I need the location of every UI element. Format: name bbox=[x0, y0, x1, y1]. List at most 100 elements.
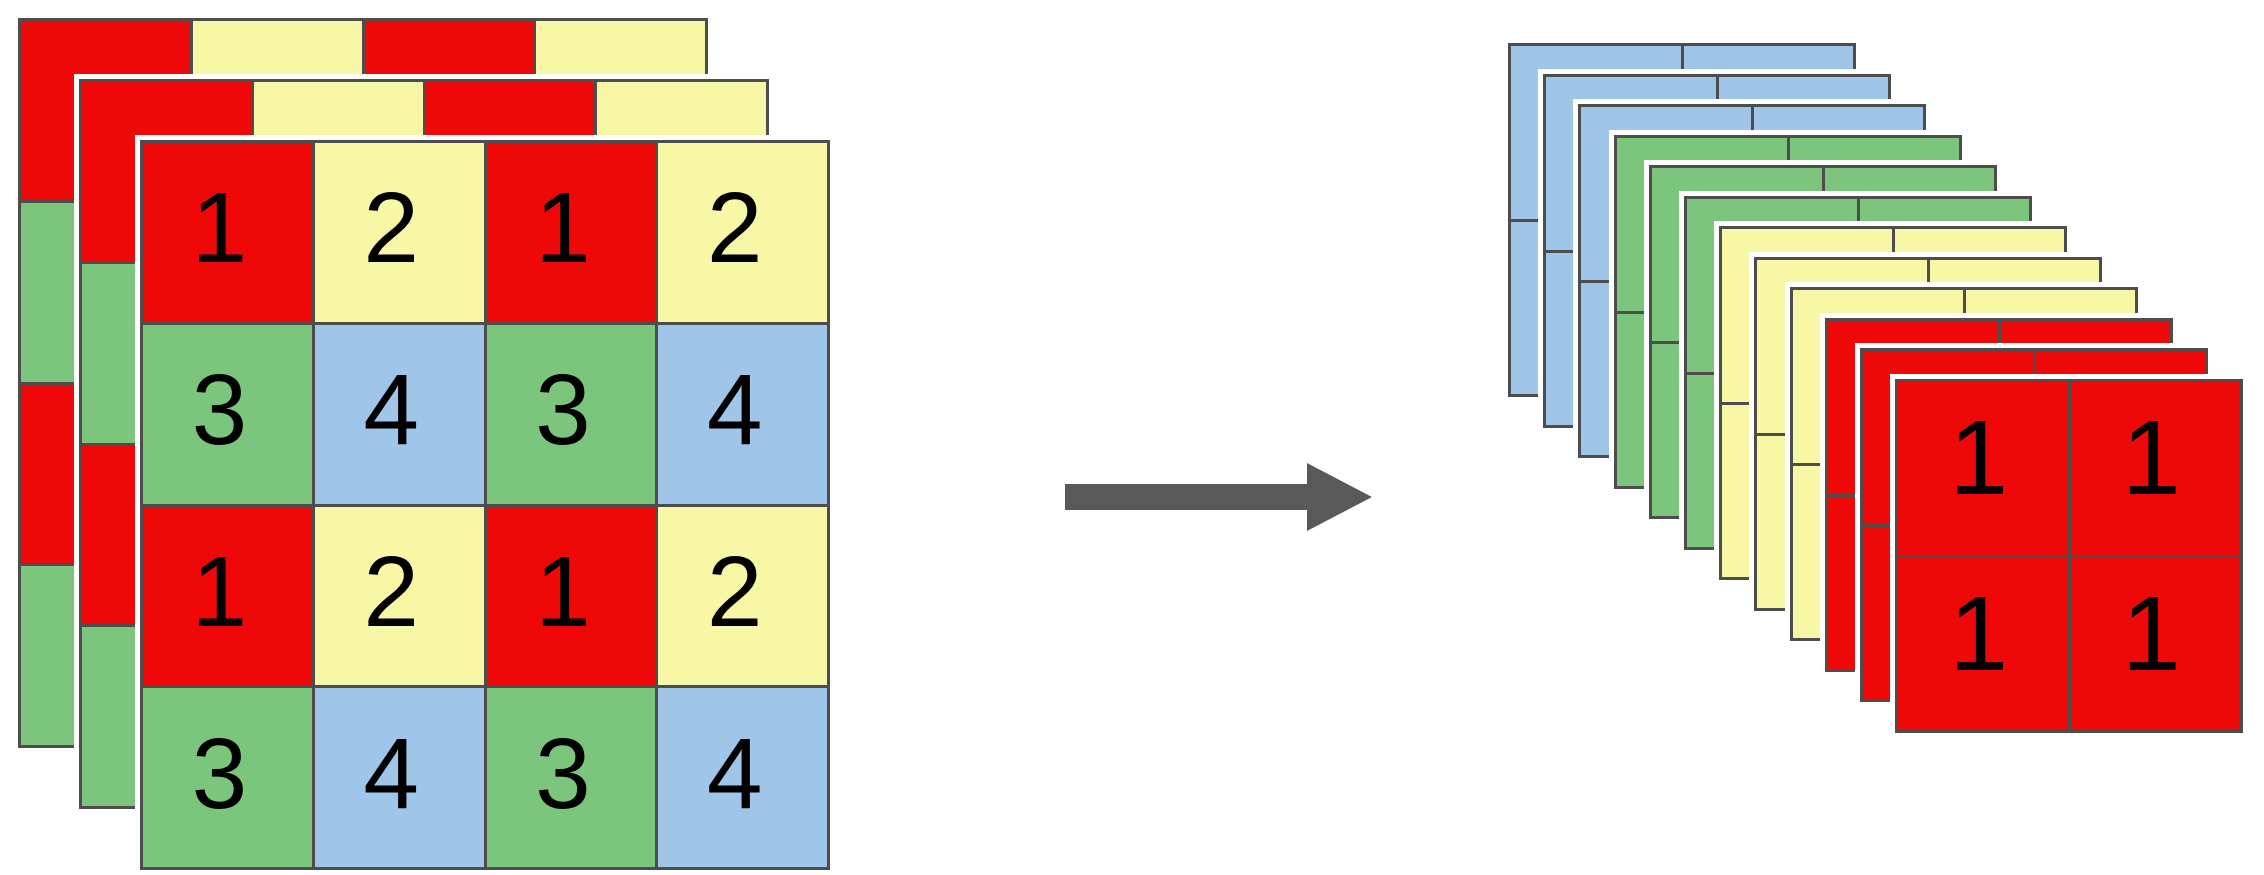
output-cell bbox=[1753, 107, 1923, 280]
input-cell bbox=[597, 82, 766, 261]
cell-value: 1 bbox=[2121, 399, 2181, 518]
input-cell bbox=[82, 445, 251, 625]
input-cell bbox=[425, 627, 595, 806]
output-cell bbox=[1929, 435, 2099, 608]
output-cell bbox=[1683, 221, 1853, 394]
input-cell bbox=[253, 82, 423, 261]
output-cell bbox=[1511, 221, 1681, 394]
output-channel-layer-1 bbox=[1508, 43, 1856, 397]
cell-value: 1 bbox=[535, 535, 591, 648]
output-cell bbox=[1859, 199, 2029, 372]
output-cell bbox=[1687, 199, 1857, 372]
output-cell bbox=[1652, 343, 1822, 516]
input-cell: 3 bbox=[143, 688, 312, 867]
output-channel-layer-10 bbox=[1825, 318, 2173, 672]
cell-value: 3 bbox=[191, 354, 248, 467]
input-cell bbox=[192, 21, 362, 200]
input-cell: 1 bbox=[486, 506, 656, 686]
input-cell: 4 bbox=[658, 324, 827, 504]
input-cell: 2 bbox=[658, 506, 827, 686]
transform-arrow bbox=[1063, 458, 1375, 536]
output-channel-layer-8 bbox=[1754, 257, 2102, 611]
input-cell bbox=[364, 21, 534, 200]
output-channel-layer-3 bbox=[1578, 104, 1926, 458]
output-channel-layer-5 bbox=[1649, 165, 1997, 519]
output-channel-layer-11 bbox=[1860, 348, 2208, 702]
input-cell: 3 bbox=[143, 324, 312, 504]
input-cell bbox=[597, 263, 766, 443]
output-channel-layer-4 bbox=[1614, 135, 1962, 489]
input-cell bbox=[536, 202, 705, 382]
input-cell bbox=[82, 82, 251, 261]
output-cell bbox=[1617, 138, 1787, 311]
output-cell bbox=[1617, 313, 1787, 486]
output-cell bbox=[1789, 313, 1959, 486]
input-cell bbox=[536, 566, 705, 745]
output-cell bbox=[1757, 435, 1927, 608]
cell-value: 3 bbox=[535, 354, 591, 467]
cell-value: 4 bbox=[363, 717, 419, 830]
output-cell bbox=[1718, 77, 1888, 250]
output-cell bbox=[1965, 290, 2135, 463]
output-cell bbox=[1546, 77, 1716, 250]
cell-value: 3 bbox=[535, 717, 591, 830]
input-cell bbox=[425, 82, 595, 261]
input-cell bbox=[597, 445, 766, 625]
cell-value: 1 bbox=[1949, 574, 2009, 693]
input-cell bbox=[253, 627, 423, 806]
output-channel-layer-2 bbox=[1543, 74, 1891, 428]
cell-value: 1 bbox=[1949, 399, 2009, 518]
cell-value: 2 bbox=[363, 172, 419, 285]
input-cell: 3 bbox=[486, 688, 656, 867]
output-cell bbox=[1652, 168, 1822, 341]
input-cell: 1 bbox=[143, 143, 312, 322]
input-layer-1 bbox=[18, 18, 708, 748]
output-cell bbox=[1581, 107, 1751, 280]
output-cell bbox=[1828, 496, 1998, 669]
output-cell: 1 bbox=[1898, 382, 2068, 555]
cell-value: 2 bbox=[706, 535, 763, 648]
output-cell bbox=[1546, 252, 1716, 425]
input-cell: 4 bbox=[314, 688, 484, 867]
output-cell bbox=[1757, 260, 1927, 433]
output-cell bbox=[2000, 321, 2170, 494]
input-cell bbox=[597, 627, 766, 806]
input-cell: 4 bbox=[314, 324, 484, 504]
cell-value: 1 bbox=[535, 172, 591, 285]
input-cell bbox=[21, 384, 190, 564]
input-cell bbox=[21, 566, 190, 745]
input-cell bbox=[536, 384, 705, 564]
input-cell bbox=[364, 202, 534, 382]
output-cell: 1 bbox=[2070, 557, 2240, 730]
output-cell bbox=[1894, 404, 2064, 577]
input-cell bbox=[364, 566, 534, 745]
output-cell bbox=[1718, 252, 1888, 425]
input-cell bbox=[192, 384, 362, 564]
output-cell bbox=[1722, 229, 1892, 402]
input-cell: 4 bbox=[658, 688, 827, 867]
input-cell: 2 bbox=[658, 143, 827, 322]
output-cell bbox=[1683, 46, 1853, 219]
output-channel-layer-9 bbox=[1790, 287, 2138, 641]
output-cell bbox=[1863, 351, 2033, 524]
output-cell bbox=[1793, 290, 1963, 463]
input-cell: 1 bbox=[143, 506, 312, 686]
output-cell bbox=[1824, 168, 1994, 341]
output-channel-layer-7 bbox=[1719, 226, 2067, 580]
input-cell bbox=[192, 566, 362, 745]
output-cell bbox=[1793, 465, 1963, 638]
input-cell bbox=[536, 21, 705, 200]
input-cell bbox=[21, 21, 190, 200]
output-cell bbox=[2000, 496, 2170, 669]
input-cell bbox=[82, 263, 251, 443]
output-cell: 1 bbox=[2070, 382, 2240, 555]
input-cell: 2 bbox=[314, 143, 484, 322]
output-cell bbox=[1722, 404, 1892, 577]
output-cell bbox=[1894, 229, 2064, 402]
cell-value: 1 bbox=[2121, 574, 2181, 693]
output-cell bbox=[1511, 46, 1681, 219]
